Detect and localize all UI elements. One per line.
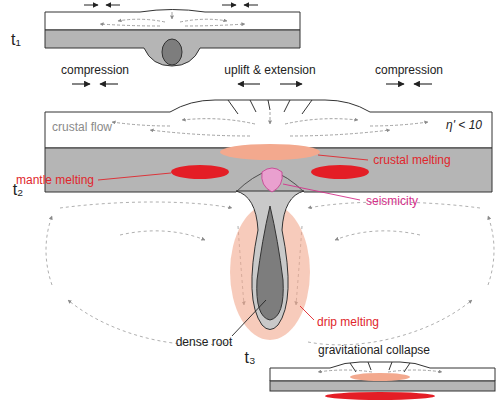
stage-label: t₁ [11,32,21,48]
process-label: compression [61,64,129,76]
stage-t1 [45,5,300,66]
arrow [106,5,120,6]
viscosity-label: η' < 10 [446,119,482,131]
lithosphere [270,381,495,391]
leader-line [300,306,314,320]
arrow [238,83,260,84]
upper-crust [45,100,492,148]
stage-t2 [45,84,494,345]
flow-arrow [318,370,372,372]
melt-label: drip melting [317,316,379,328]
fault [250,100,256,112]
fault [389,362,392,370]
lithosphere [45,30,300,66]
flow-arrow [46,216,52,285]
flow-arrow [270,112,271,124]
arrow [414,83,432,84]
flow-arrow [335,231,420,240]
flow-arrow [112,122,170,126]
upper-crust [45,10,300,31]
arrow [100,83,118,84]
arrow [386,83,404,84]
arrow [280,83,302,84]
crustal-melt [220,144,320,160]
crustal-melt [350,373,410,381]
flow-arrow [182,119,255,124]
stage-label: t₃ [245,350,256,366]
flow-arrow [172,12,173,19]
leader-line [232,300,266,336]
seismicity-zone [262,168,283,192]
flow-arrow [285,119,358,124]
arrow [84,5,98,6]
process-label: gravitational collapse [318,344,430,356]
flow-label: crustal flow [52,121,112,133]
dense-root [257,206,283,320]
flow-arrow [185,24,245,26]
stage-t3 [270,362,495,400]
root-label: dense root [176,336,233,348]
normal-faults [228,100,312,114]
process-label: compression [375,64,443,76]
fault [268,100,270,110]
fault [228,100,238,114]
melt-label: crustal melting [373,154,450,166]
dense-root [162,39,182,65]
flow-arrow [488,216,494,285]
arrow [244,5,258,6]
drip-melt-halo [230,204,310,340]
crustal-flow-arrows [112,112,428,136]
leader-lines [98,155,368,336]
flow-arrow [100,24,160,26]
flow-arrow [308,300,472,345]
drip-envelope [236,191,304,330]
leader-line [98,173,171,180]
leader-line [318,155,368,160]
upper-crust [270,362,495,381]
flow-arrow [150,130,250,136]
flow-arrow [120,231,205,240]
melt-label: mantle melting [16,174,94,186]
process-label: uplift & extension [224,64,315,76]
flow-arrow [180,19,227,22]
flow-arrow [118,19,165,22]
fault [284,100,290,112]
mantle-melt [325,392,435,400]
flow-arrow [60,202,232,208]
normal-faults [350,362,410,372]
flow-arrows [100,12,245,26]
flow-arrow [370,122,428,126]
mantle-melt [311,165,369,179]
leader-line [283,184,360,200]
flow-arrow [388,370,442,372]
arrow [72,83,90,84]
flow-arrow [290,130,390,136]
mantle-melt [171,165,229,179]
fault [368,362,371,370]
compression-arrows [84,5,258,6]
tectonic-arrows [72,83,432,84]
arrow [222,5,236,6]
seismicity-label: seismicity [366,195,418,207]
flow-arrows [318,370,442,372]
fault [302,100,312,114]
